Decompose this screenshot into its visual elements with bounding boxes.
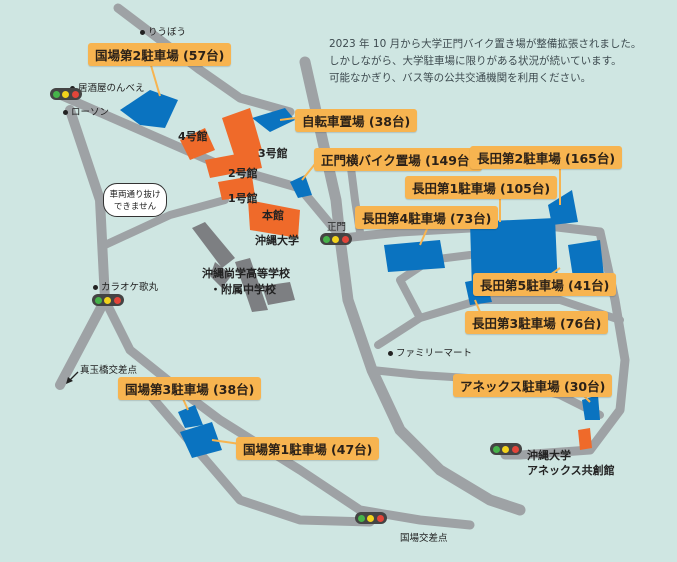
- label-annex-parking: アネックス駐車場 (30台): [453, 374, 613, 397]
- label-university: 沖縄大学: [255, 234, 299, 247]
- building-4: [180, 128, 215, 160]
- poi-matama-crossing: 真玉橋交差点: [80, 365, 138, 376]
- label-building-4: 4号館: [178, 130, 208, 143]
- parking-lot-annex: [582, 395, 600, 420]
- leader-line: [279, 117, 296, 121]
- road: [500, 227, 630, 460]
- label-building-1: 1号館: [228, 192, 258, 205]
- no-through-traffic-callout: 車両通り抜け できません: [103, 183, 167, 217]
- university-buildings: [180, 108, 592, 450]
- label-nagata-5-parking: 長田第5駐車場 (41台): [473, 273, 617, 296]
- traffic-light-icon: [50, 88, 82, 100]
- poi-label: ローソン: [71, 107, 110, 118]
- leader-line: [149, 61, 161, 97]
- label-nagata-1-parking: 長田第1駐車場 (105台): [405, 176, 558, 199]
- building-1: [218, 176, 255, 200]
- poi-label: 居酒屋のんべえ: [78, 83, 145, 94]
- parking-lot-kuniba1: [180, 422, 222, 458]
- leader-line: [474, 299, 481, 313]
- poi-kuniba-crossing: 国場交差点: [400, 533, 448, 544]
- parking-lot-seimon-bike: [290, 175, 312, 198]
- notice-line: しかしながら、大学駐車場に限りがある状況が続いています。: [329, 55, 622, 67]
- poi-lawson: ローソン: [63, 104, 109, 118]
- parking-lot-bicycle: [252, 108, 295, 132]
- building-2: [205, 150, 262, 178]
- school-building: [210, 262, 232, 288]
- poi-label: りうぼう: [148, 27, 187, 38]
- school-building: [192, 222, 235, 268]
- notice-line: 可能なかぎり、バス等の公共交通機関を利用ください。: [329, 72, 592, 84]
- road: [55, 105, 110, 390]
- poi-dot-icon: [93, 285, 98, 290]
- poi-karaoke: カラオケ歌丸: [93, 279, 158, 293]
- building-3: [222, 108, 262, 158]
- label-kuniba-3-parking: 国場第3駐車場 (38台): [118, 377, 262, 400]
- notice-text: 2023 年 10 月から大学正門バイク置き場が整備拡張されました。 しかしなが…: [329, 36, 659, 87]
- label-nagata-3-parking: 長田第3駐車場 (76台): [465, 311, 609, 334]
- road: [113, 3, 295, 117]
- label-nagata-4-parking: 長田第4駐車場 (73台): [355, 206, 499, 229]
- leader-line: [301, 163, 316, 181]
- parking-lot-nagata4: [384, 240, 445, 272]
- poi-familymart: ファミリーマート: [388, 345, 472, 359]
- school-building: [235, 258, 268, 312]
- callout-line: できません: [113, 202, 157, 212]
- poi-dot-icon: [63, 110, 68, 115]
- traffic-light-icon: [490, 443, 522, 455]
- label-kuniba-2-parking: 国場第2駐車場 (57台): [88, 43, 232, 66]
- label-school: 沖縄尚学高等学校: [202, 267, 290, 280]
- label-annex-university: 沖縄大学: [527, 449, 571, 462]
- label-bicycle-parking: 自転車置場 (38台): [295, 109, 418, 132]
- label-nagata-2-parking: 長田第2駐車場 (165台): [470, 146, 623, 169]
- label-honkan: 本館: [262, 209, 284, 222]
- leader-line: [211, 439, 241, 445]
- poi-ryubo: りうぼう: [140, 24, 186, 38]
- poi-label: カラオケ歌丸: [101, 282, 159, 293]
- direction-arrow-icon: [66, 371, 79, 384]
- label-building-2: 2号館: [228, 167, 258, 180]
- traffic-light-icon: [355, 512, 387, 524]
- label-building-3: 3号館: [258, 147, 288, 160]
- school-building: [262, 282, 295, 305]
- label-kuniba-1-parking: 国場第1駐車場 (47台): [236, 437, 380, 460]
- label-school-junior: ・附属中学校: [210, 283, 276, 296]
- parking-lot-kuniba2: [120, 90, 178, 128]
- callout-line: 車両通り抜け: [109, 190, 161, 200]
- traffic-light-icon: [320, 233, 352, 245]
- poi-dot-icon: [140, 30, 145, 35]
- traffic-light-icon: [92, 294, 124, 306]
- parking-lot-nagata2: [548, 190, 578, 225]
- building-honkan: [248, 200, 300, 238]
- notice-line: 2023 年 10 月から大学正門バイク置き場が整備拡張されました。: [329, 38, 642, 50]
- road: [101, 196, 229, 249]
- school-buildings: [192, 222, 295, 312]
- parking-lot-kuniba3: [178, 405, 203, 428]
- poi-main-gate: 正門: [327, 222, 347, 233]
- parking-lot-nagata1-2: [470, 218, 558, 290]
- poi-dot-icon: [388, 351, 393, 356]
- label-seimon-bike-parking: 正門横バイク置場 (149台): [314, 148, 483, 171]
- label-annex-building: アネックス共創館: [527, 464, 615, 477]
- poi-label: ファミリーマート: [396, 348, 473, 359]
- building-annex: [578, 428, 592, 450]
